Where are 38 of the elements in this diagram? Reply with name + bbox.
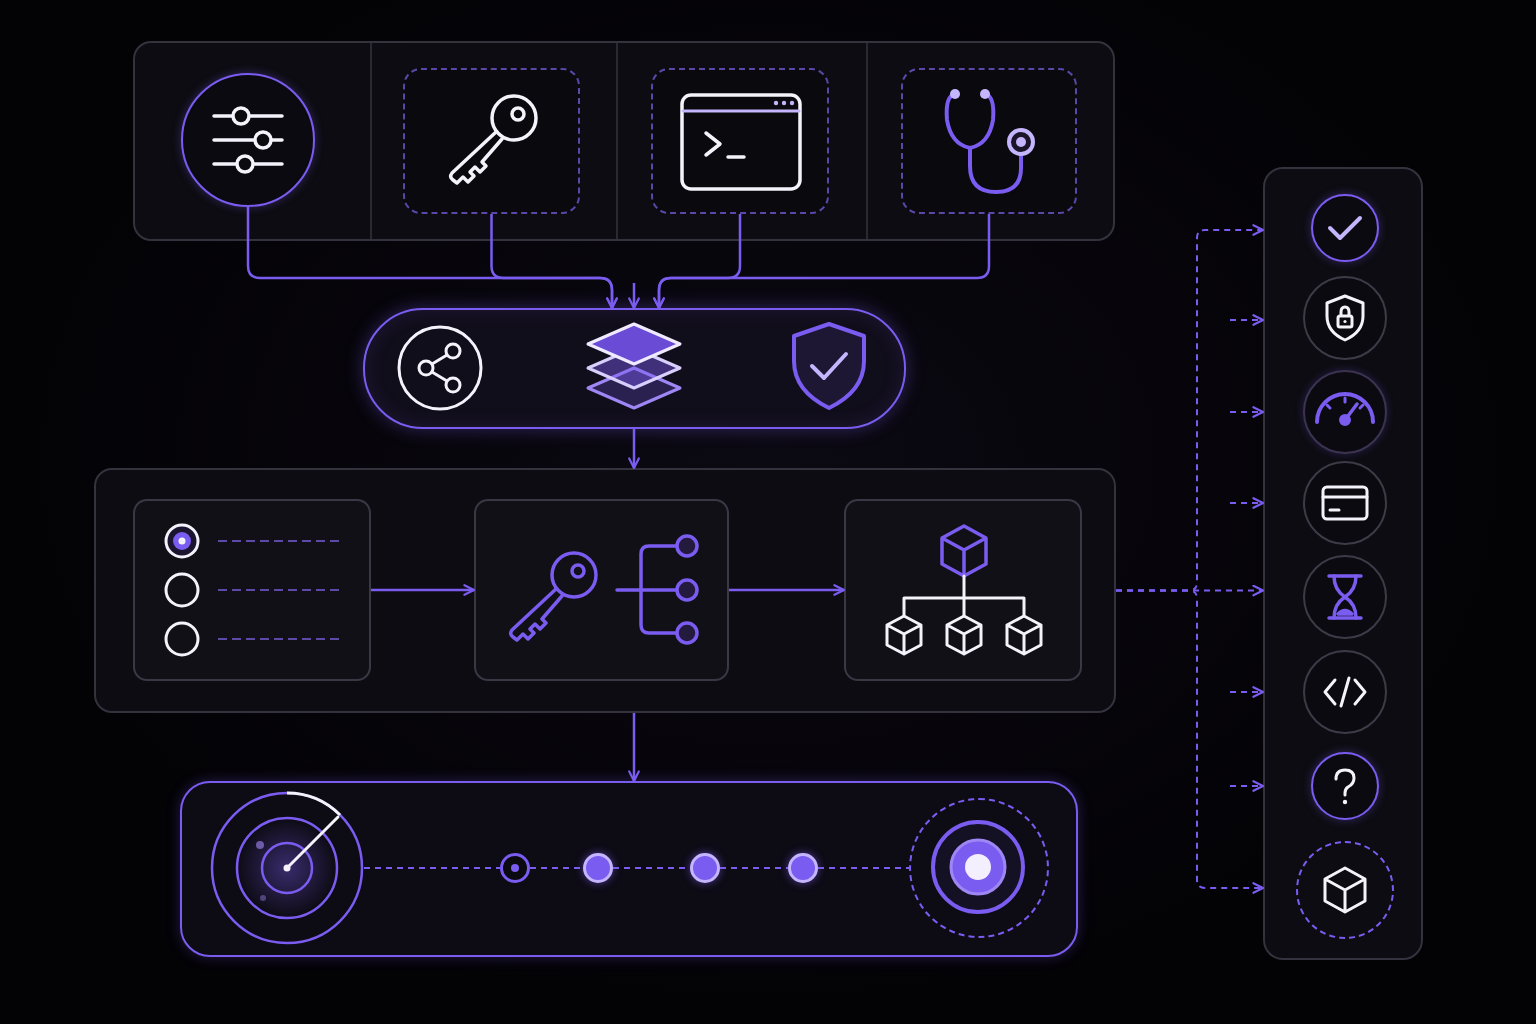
arrow <box>628 429 640 470</box>
step-dot <box>787 852 818 883</box>
target-ring <box>908 797 1049 938</box>
card <box>133 499 371 681</box>
card <box>474 499 729 681</box>
arrow <box>628 713 640 783</box>
step-dot <box>689 852 720 883</box>
arrow <box>628 283 640 310</box>
panel <box>94 468 1116 713</box>
arrow <box>371 584 476 596</box>
icon-circle <box>181 73 315 207</box>
panel <box>133 41 1115 241</box>
dashed-arrow <box>1229 406 1265 418</box>
pill-panel <box>363 308 906 429</box>
icon-circle <box>1311 194 1379 262</box>
dashed-arrow <box>1229 780 1265 792</box>
sidebar-panel <box>1263 167 1423 960</box>
arrow <box>729 584 846 596</box>
dashed-arrow <box>1229 314 1265 326</box>
arrow <box>653 214 991 310</box>
icon-circle <box>1296 841 1394 939</box>
icon-tile <box>901 68 1077 214</box>
dashed-line <box>817 867 910 869</box>
track-panel <box>180 781 1078 957</box>
card <box>844 499 1082 681</box>
icon-tile <box>403 68 580 214</box>
icon-circle <box>1303 370 1387 454</box>
dashed-line <box>363 867 501 869</box>
step-ring <box>499 852 530 883</box>
dashed-arrow <box>1229 686 1265 698</box>
dashed-arrow <box>1115 589 1265 894</box>
dashed-arrow <box>1229 497 1265 509</box>
step-dot <box>582 852 613 883</box>
radar-icon <box>209 790 364 945</box>
icon-circle <box>1311 752 1379 820</box>
dashed-line <box>719 867 789 869</box>
arrow <box>490 214 618 310</box>
icon-tile <box>651 68 829 214</box>
